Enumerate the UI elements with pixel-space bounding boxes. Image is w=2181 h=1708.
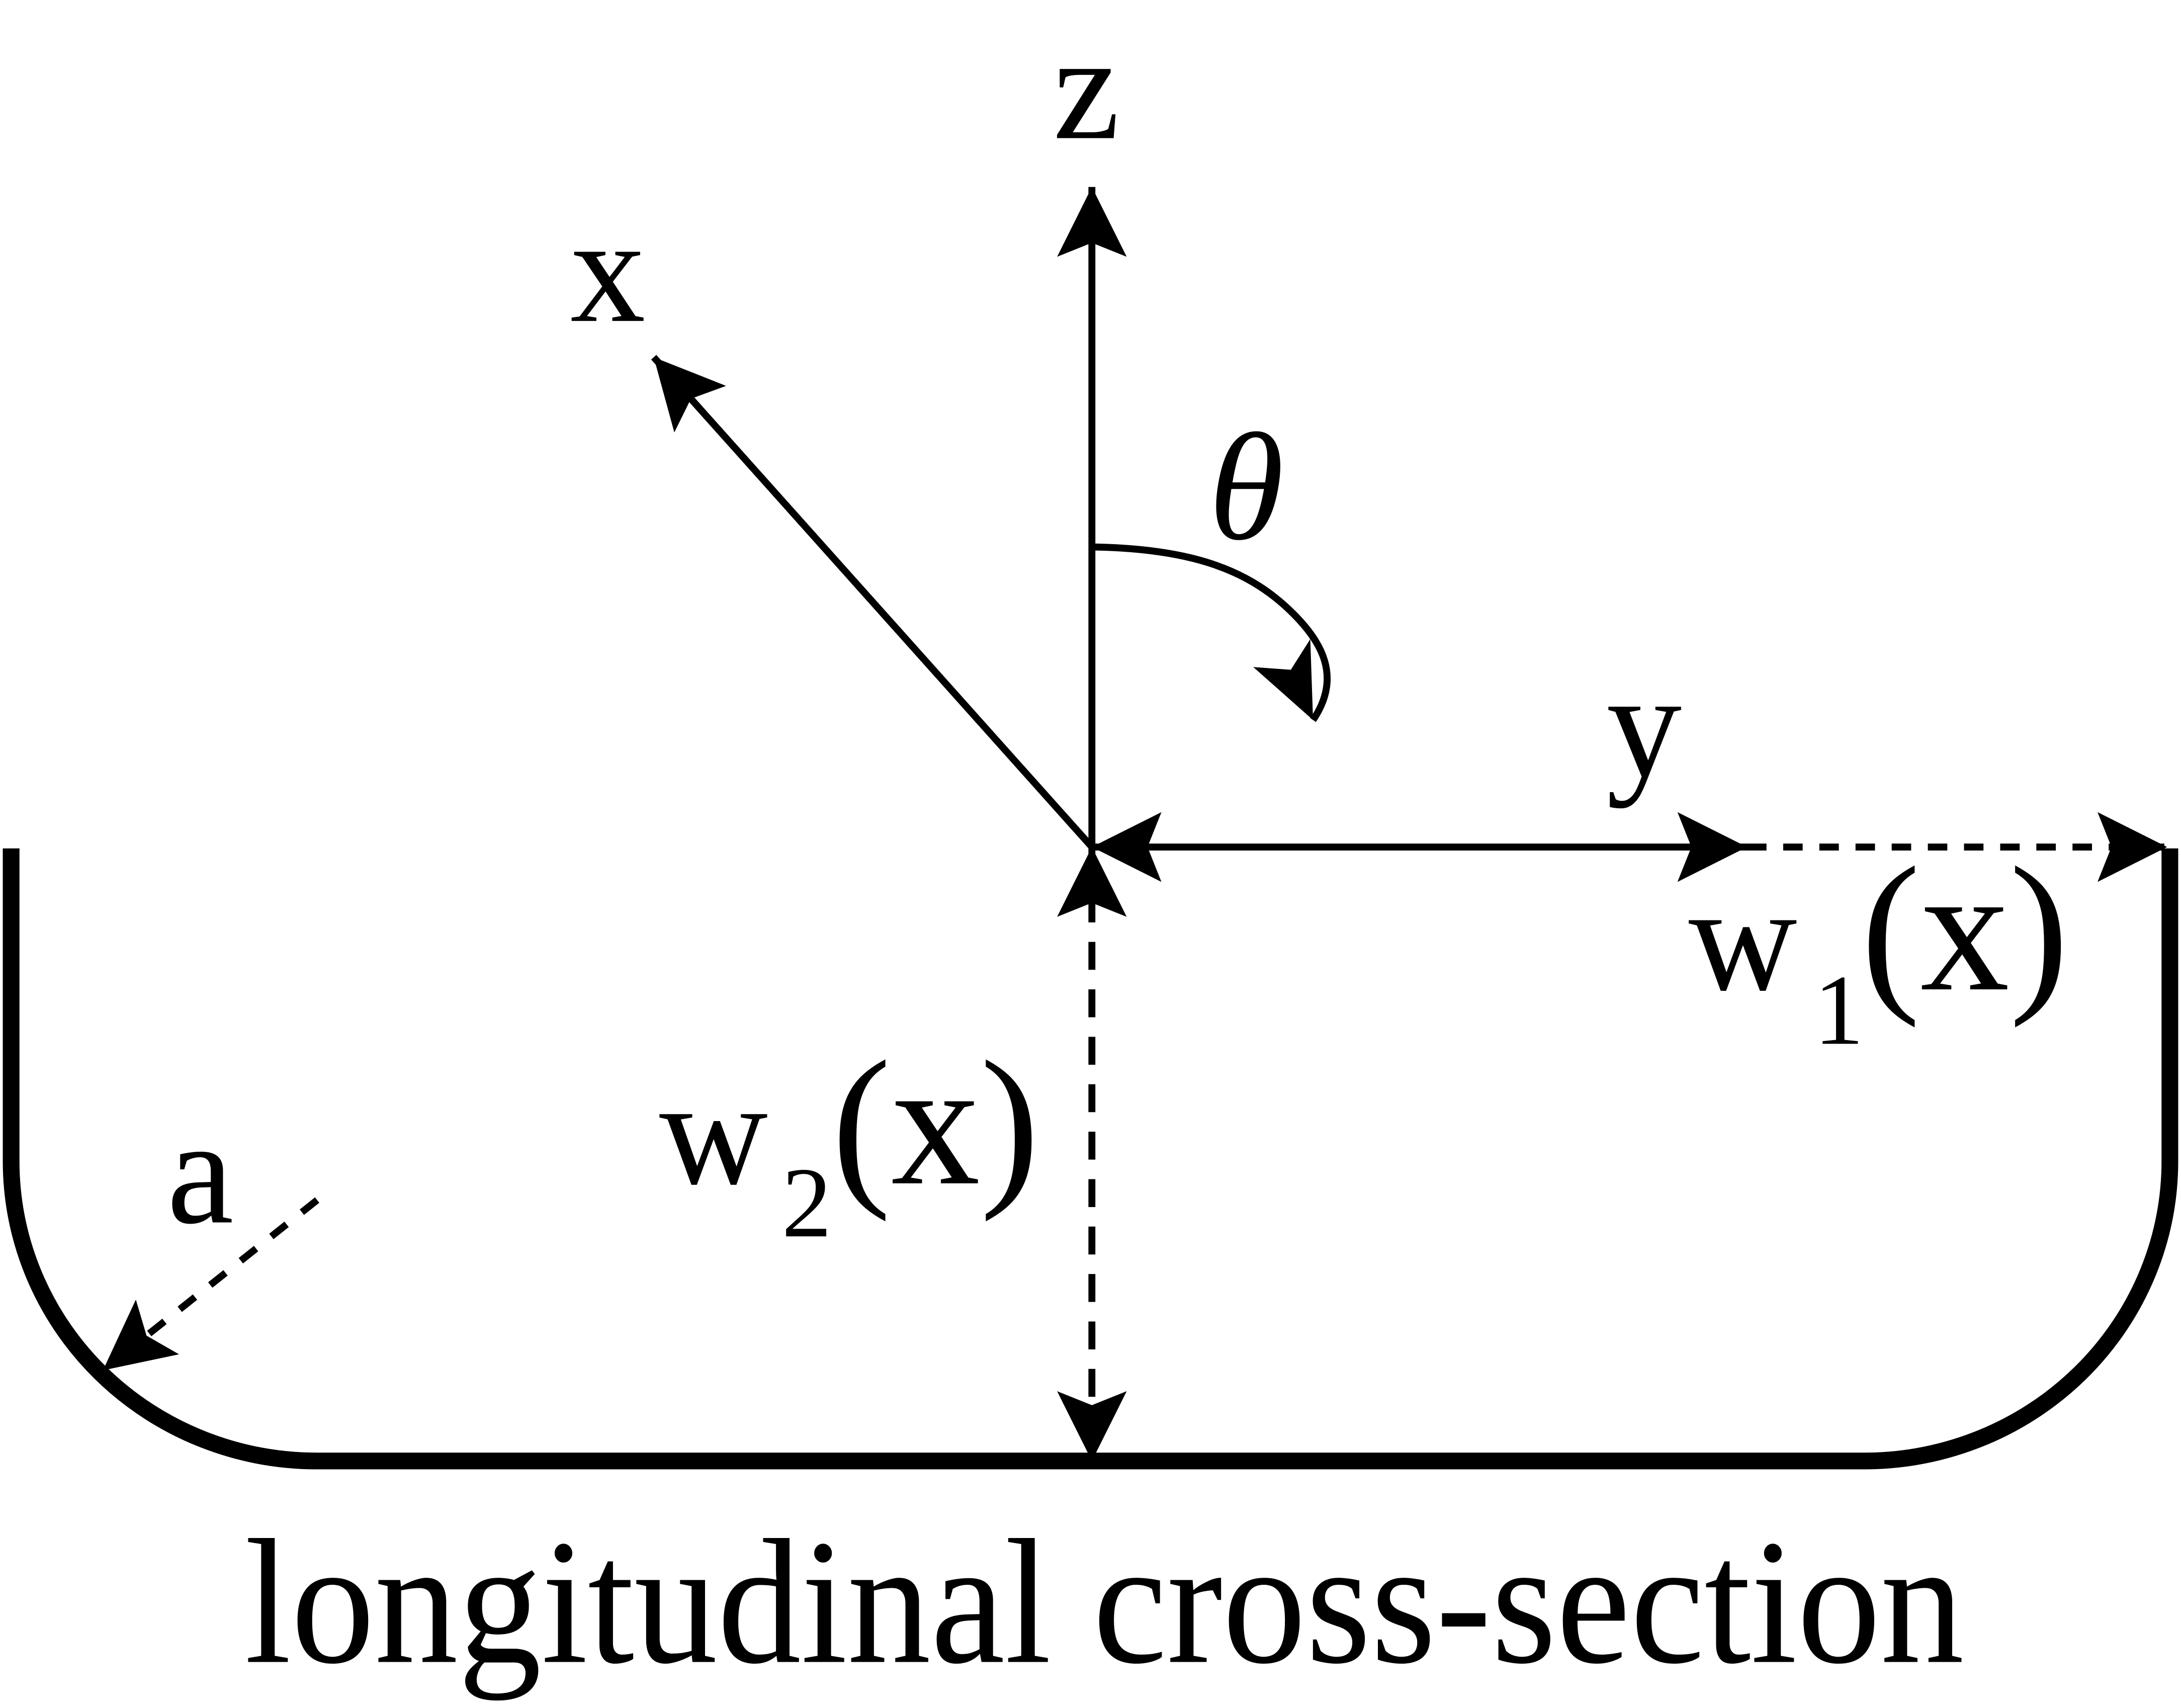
theta-rotation-arc (1092, 543, 1331, 722)
caption: longitudinal cross-section (245, 1503, 1964, 1701)
w2-label-argument: (x) (832, 1024, 1039, 1222)
w1-label: w 1 (x) (1689, 830, 2069, 1066)
w2-label-base: w (659, 1049, 768, 1216)
w1-label-subscript: 1 (1814, 955, 1864, 1066)
x-axis-arrow (651, 355, 1095, 849)
w2-label: w 2 (x) (659, 1024, 1039, 1258)
w1-label-base: w (1689, 855, 1797, 1022)
a-radius-label: a (167, 1088, 234, 1255)
y-axis-label: y (1607, 641, 1682, 809)
w2-label-subscript: 2 (781, 1147, 832, 1258)
theta-label: θ (1209, 402, 1284, 572)
x-axis-label: x (570, 187, 645, 354)
theta-arrowhead (1253, 639, 1314, 720)
trough-outline (3, 848, 2178, 1470)
z-axis-label: z (1053, 4, 1120, 171)
a-radius-dashed (101, 1197, 319, 1374)
w1-label-argument: (x) (1861, 830, 2069, 1029)
